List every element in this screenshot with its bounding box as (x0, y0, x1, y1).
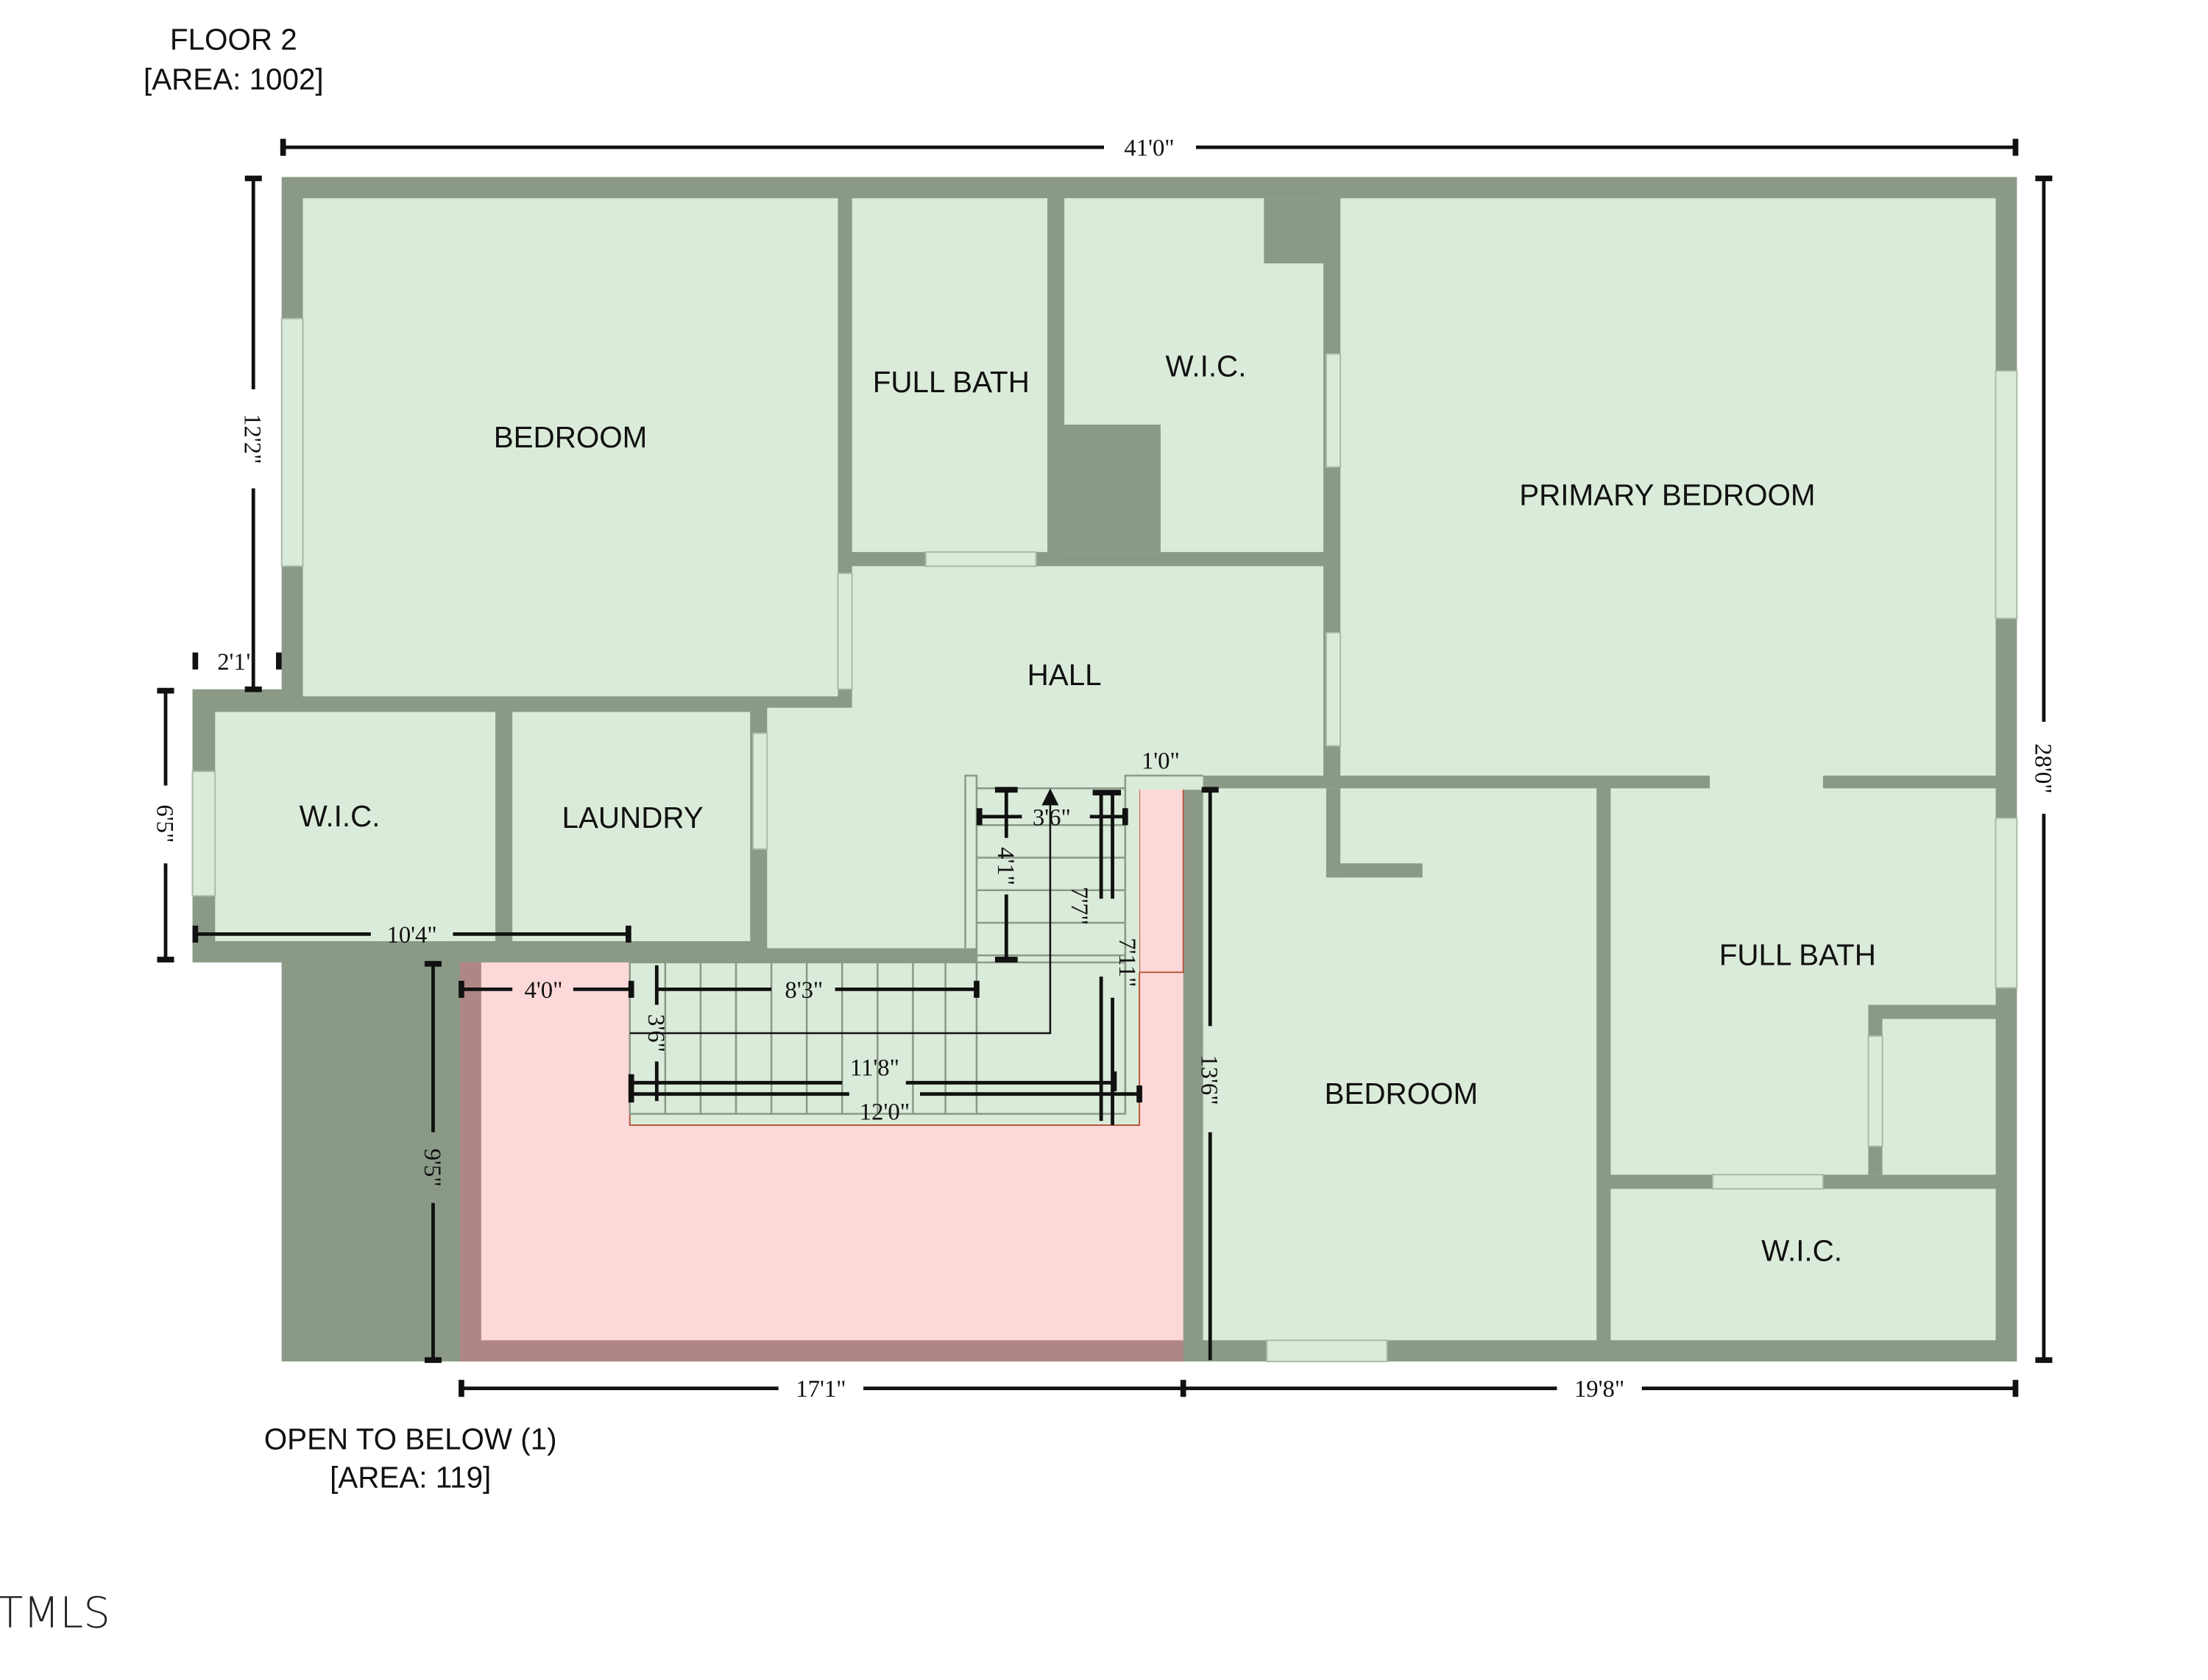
dim-left-upper: 12'2" (239, 414, 266, 464)
dim-top: 41'0" (1124, 135, 1174, 162)
dim-stair-width: 3'6" (643, 1014, 669, 1052)
floor-area: [AREA: 1002] (144, 62, 324, 96)
open-to-below-label: OPEN TO BELOW (1) (264, 1422, 557, 1456)
room-wic: W.I.C. (1761, 1234, 1842, 1268)
dim-stair-upper: 4'1" (992, 847, 1019, 885)
dim-stair-vertical: 7'7" (1066, 887, 1092, 925)
dim-bottom-left: 17'1" (796, 1376, 846, 1403)
room-wic: W.I.C. (300, 799, 381, 833)
dim-right: 28'0" (2029, 743, 2056, 793)
floor-title: FLOOR 2 (170, 22, 297, 56)
dimension-lines (157, 138, 2053, 1397)
stair-direction-line (629, 799, 1052, 1035)
dim-left-step: 2'1" (217, 649, 255, 676)
dim-bedroom-depth: 13'6" (1196, 1055, 1222, 1105)
windows (191, 317, 2018, 1363)
dim-left-wing: 6'5" (151, 804, 177, 843)
dim-wing-width: 10'4" (386, 922, 436, 949)
dim-open-height: 9'5" (419, 1149, 445, 1187)
dim-open-offset: 4'0" (525, 977, 563, 1004)
dim-bottom-right: 19'8" (1574, 1376, 1624, 1403)
room-floors (215, 198, 1996, 1341)
room-wic: W.I.C. (1166, 350, 1247, 383)
dim-stair-total: 11'8" (850, 1055, 899, 1082)
open-to-below-area: [AREA: 119] (330, 1460, 491, 1494)
room-bedroom: BEDROOM (494, 420, 648, 454)
dim-stair-vertical: 7'11" (1114, 938, 1140, 987)
stair-up-arrow-icon (1041, 788, 1059, 806)
room-laundry: LAUNDRY (562, 801, 704, 834)
dim-stair-width: 3'6" (1033, 804, 1071, 831)
room-hall: HALL (1027, 658, 1102, 692)
dim-landing: 1'0" (1142, 748, 1180, 774)
dim-stair-total: 12'0" (860, 1099, 910, 1125)
room-full-bath: FULL BATH (1719, 938, 1876, 972)
room-bedroom: BEDROOM (1325, 1077, 1479, 1110)
room-full-bath: FULL BATH (873, 365, 1030, 399)
dim-stair-run: 8'3" (785, 977, 823, 1004)
watermark-logo: TMLS (0, 1588, 110, 1638)
room-primary-bedroom: PRIMARY BEDROOM (1519, 478, 1815, 512)
